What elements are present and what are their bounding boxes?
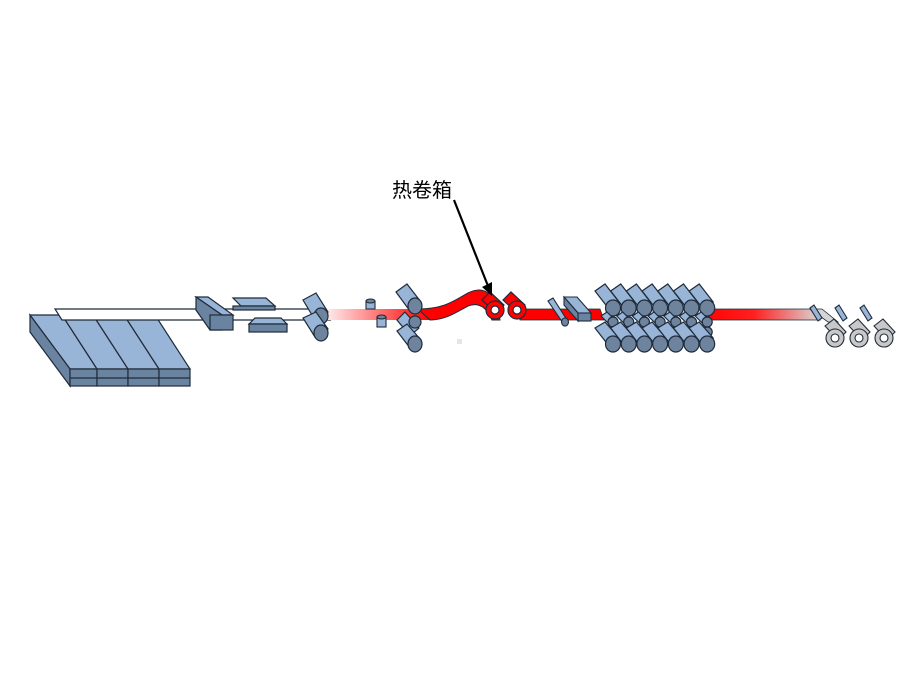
reheating-furnaces — [28, 313, 192, 388]
coil-1 — [481, 291, 505, 320]
crop-shear — [547, 295, 593, 327]
finishing-stand-7 — [688, 283, 716, 353]
furnace-2 — [60, 314, 130, 387]
coil-box-label: 热卷箱 — [392, 178, 452, 202]
furnace-4 — [122, 314, 192, 387]
coiler-3 — [859, 304, 896, 348]
edger-rolls — [365, 298, 387, 328]
coil-2 — [502, 291, 527, 320]
roughing-roll-upper — [302, 292, 329, 325]
center-marker — [457, 339, 462, 344]
down-coilers — [809, 304, 896, 348]
finishing-mill — [594, 283, 716, 353]
roughing-stand-2 — [395, 283, 423, 353]
annotation-arrow — [452, 199, 492, 296]
coiler-2 — [834, 304, 871, 348]
coil-box — [481, 291, 527, 320]
roughing-mill — [302, 292, 329, 342]
coiler-1 — [809, 304, 847, 348]
roller-table — [53, 308, 332, 321]
furnace-1 — [28, 313, 99, 388]
finishing-stand-4 — [641, 283, 669, 353]
sizing-press — [194, 295, 289, 333]
roughing-roll-lower — [302, 311, 329, 342]
finishing-stand-6 — [672, 283, 700, 353]
